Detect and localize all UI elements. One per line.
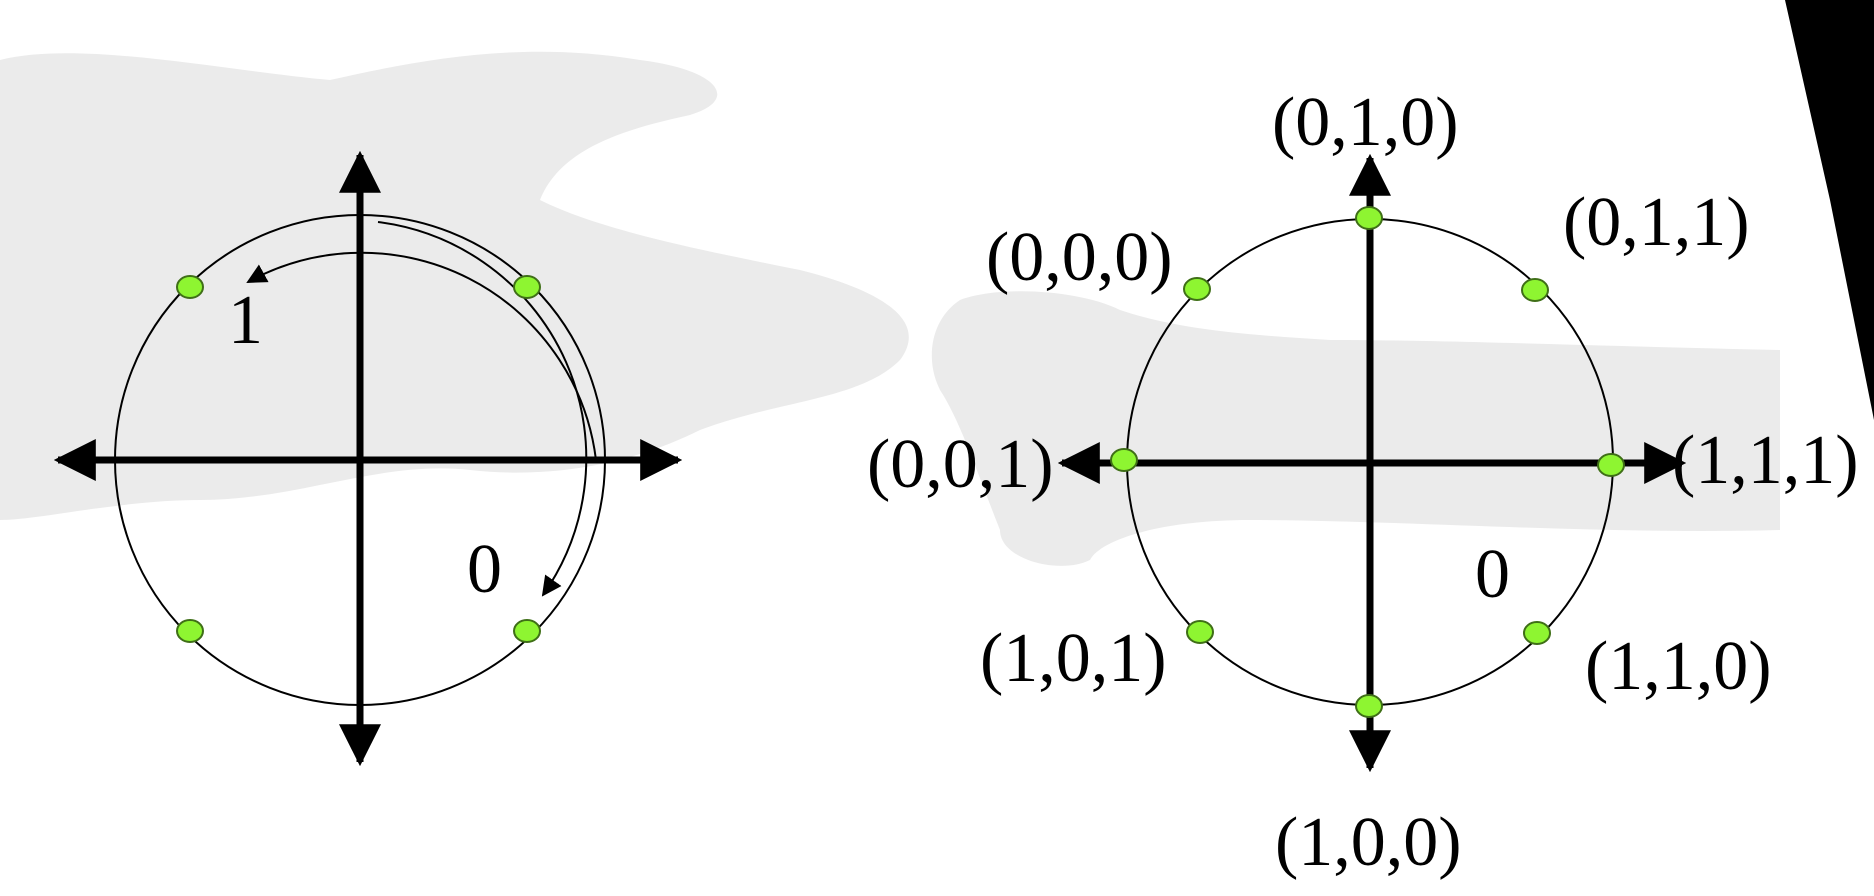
right-hand-shape: [931, 291, 1780, 566]
right-label-upper-left: (0,0,0): [986, 219, 1173, 296]
right-diagram: (0,1,0) (0,1,1) (0,0,0) (0,0,1) (1,1,1) …: [867, 84, 1859, 881]
right-point-right: [1597, 453, 1625, 477]
rotation-arc-to-zero: [377, 221, 588, 597]
left-hand-shape: [0, 51, 909, 520]
left-point-upper-left: [176, 275, 204, 299]
right-point-lower-right: [1523, 621, 1551, 645]
right-label-lower-right: (1,1,0): [1585, 628, 1772, 705]
left-label-zero: 0: [467, 531, 502, 608]
left-diagram: 1 0: [53, 150, 683, 767]
left-label-one: 1: [228, 282, 263, 359]
right-point-upper-left: [1183, 277, 1211, 301]
right-point-bottom: [1355, 694, 1383, 718]
right-label-upper-right: (0,1,1): [1563, 184, 1750, 261]
right-point-lower-left: [1186, 620, 1214, 644]
right-label-top: (0,1,0): [1272, 84, 1459, 161]
right-point-upper-right: [1521, 278, 1549, 302]
right-label-right: (1,1,1): [1672, 422, 1859, 499]
left-point-lower-left: [176, 619, 204, 643]
right-point-left: [1110, 448, 1138, 472]
right-label-lower-left: (1,0,1): [980, 620, 1167, 697]
left-point-lower-right: [513, 619, 541, 643]
black-wedge-decoration: [1785, 0, 1874, 420]
right-label-left: (0,0,1): [867, 426, 1054, 503]
right-point-top: [1355, 206, 1383, 230]
right-label-bottom: (1,0,0): [1275, 804, 1462, 881]
right-label-zero: 0: [1475, 536, 1510, 613]
left-point-upper-right: [513, 275, 541, 299]
